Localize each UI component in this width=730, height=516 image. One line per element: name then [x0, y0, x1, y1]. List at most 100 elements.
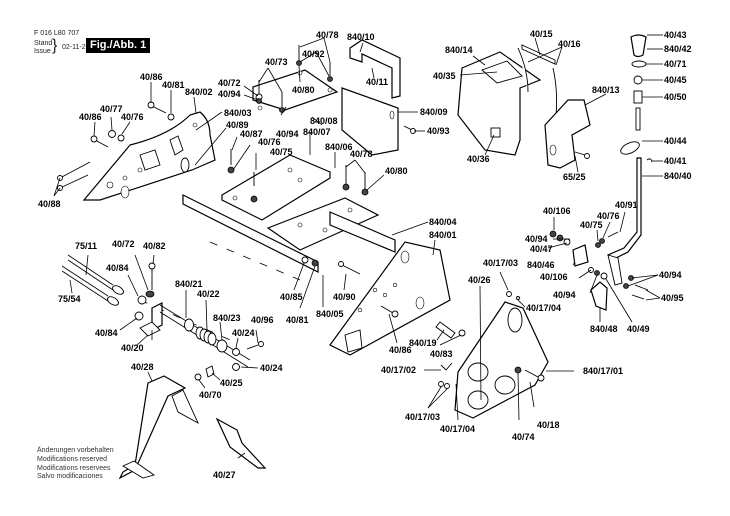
knob-840-42	[630, 34, 647, 58]
label-40-22: 40/22	[197, 289, 220, 299]
label-40-106: 40/106	[543, 206, 571, 216]
label-40-84: 40/84	[95, 328, 118, 338]
crossbar-840-05	[182, 194, 319, 273]
nut-40-45	[633, 75, 643, 85]
label-840-07: 840/07	[303, 127, 331, 137]
label-40-85: 40/85	[280, 292, 303, 302]
leader-lines	[53, 34, 663, 459]
bolt-40-90	[338, 261, 361, 275]
figure-label: Fig./Abb. 1	[86, 38, 151, 53]
label-40-27: 40/27	[213, 470, 236, 480]
housing-840-14	[457, 51, 542, 156]
side-plate-840-02	[82, 111, 216, 201]
cover-840-10	[349, 39, 401, 99]
label-40-94: 40/94	[553, 290, 576, 300]
label-40-50: 40/50	[664, 92, 687, 102]
label-840-13: 840/13	[592, 85, 620, 95]
label-840-01: 840/01	[429, 230, 457, 240]
label-40-16: 40/16	[558, 39, 581, 49]
label-40-82: 40/82	[143, 241, 166, 251]
label-40-87: 40/87	[240, 129, 263, 139]
label-65-25: 65/25	[563, 172, 586, 182]
label-40-78: 40/78	[350, 149, 373, 159]
issue-label: Issue	[34, 48, 51, 55]
label-40-94: 40/94	[276, 129, 299, 139]
label-40-25: 40/25	[220, 378, 243, 388]
bolts-40-88	[57, 161, 91, 191]
label-40-84: 40/84	[106, 263, 129, 273]
label-40-71: 40/71	[664, 59, 687, 69]
label-40-35: 40/35	[433, 71, 456, 81]
label-40-88: 40/88	[38, 199, 61, 209]
label-40-24: 40/24	[232, 328, 255, 338]
label-40-86: 40/86	[389, 345, 412, 355]
label-840-19: 840/19	[409, 338, 437, 348]
nut-40-83	[458, 329, 466, 337]
label-40-86: 40/86	[140, 72, 163, 82]
crossbar-840-04	[329, 211, 396, 253]
label-40-70: 40/70	[199, 390, 222, 400]
label-40-43: 40/43	[664, 30, 687, 40]
spring-40-44	[620, 141, 640, 155]
washer-40-71	[631, 60, 647, 68]
label-40-75: 40/75	[580, 220, 603, 230]
label-40-91: 40/91	[615, 200, 638, 210]
clip-40-41	[646, 158, 653, 163]
bolts-top-plate	[255, 45, 333, 113]
label-40-17-04: 40/17/04	[526, 303, 561, 313]
note-line-fr: Modifications reservees	[37, 464, 111, 472]
label-75-11: 75/11	[75, 241, 97, 251]
label-40-76: 40/76	[121, 112, 144, 122]
label-840-21: 840/21	[175, 279, 203, 289]
plate-840-08	[252, 69, 339, 111]
label-40-96: 40/96	[251, 315, 274, 325]
label-40-106: 40/106	[540, 272, 568, 282]
label-40-41: 40/41	[664, 156, 687, 166]
label-40-78: 40/78	[316, 30, 339, 40]
label-840-17-01: 840/17/01	[583, 366, 623, 376]
spacer-840-19	[435, 321, 456, 339]
label-40-18: 40/18	[537, 420, 560, 430]
label-840-09: 840/09	[420, 107, 448, 117]
label-40-86: 40/86	[79, 112, 102, 122]
bracket-840-46	[549, 230, 589, 267]
gear-plate-840-13	[544, 99, 591, 169]
bracket-40-27	[215, 417, 267, 469]
label-840-05: 840/05	[316, 309, 344, 319]
note-line-en: Modifications reserved	[37, 455, 108, 463]
crossbar-washers	[301, 256, 319, 267]
label-840-08: 840/08	[310, 116, 338, 126]
label-840-46: 840/46	[527, 260, 555, 270]
label-75-54: 75/54	[58, 294, 81, 304]
label-40-80: 40/80	[385, 166, 408, 176]
label-40-77: 40/77	[100, 104, 123, 114]
label-40-80: 40/80	[292, 85, 315, 95]
brace-glyph: }	[52, 37, 58, 54]
issue-date: 02-11-21	[62, 44, 90, 51]
gear-cover-840-17-01	[454, 301, 549, 419]
bolts-plate-840-06	[227, 149, 369, 203]
label-40-81: 40/81	[286, 315, 309, 325]
label-40-28: 40/28	[131, 362, 154, 372]
label-40-89: 40/89	[226, 120, 249, 130]
lever-hardware	[595, 231, 649, 300]
label-40-44: 40/44	[664, 136, 687, 146]
note-line-es: Salvo modificaciones	[37, 473, 103, 481]
bracket-40-28	[118, 375, 199, 480]
plate-840-07	[221, 154, 331, 221]
modifications-note: Änderungen vorbehalten Modifications res…	[37, 447, 114, 482]
lever-840-40	[607, 157, 642, 286]
label-40-94: 40/94	[218, 89, 241, 99]
strips-40-15-40-16	[517, 44, 558, 116]
label-840-40: 840/40	[664, 171, 692, 181]
label-40-17-03: 40/17/03	[483, 258, 518, 268]
small-parts-gear-cover	[438, 291, 545, 389]
label-40-15: 40/15	[530, 29, 553, 39]
label-40-72: 40/72	[218, 78, 241, 88]
label-40-75: 40/75	[270, 147, 293, 157]
label-840-03: 840/03	[224, 108, 252, 118]
bolt-65-25	[574, 151, 590, 159]
label-40-76: 40/76	[258, 137, 281, 147]
spring-40-50	[633, 90, 643, 104]
